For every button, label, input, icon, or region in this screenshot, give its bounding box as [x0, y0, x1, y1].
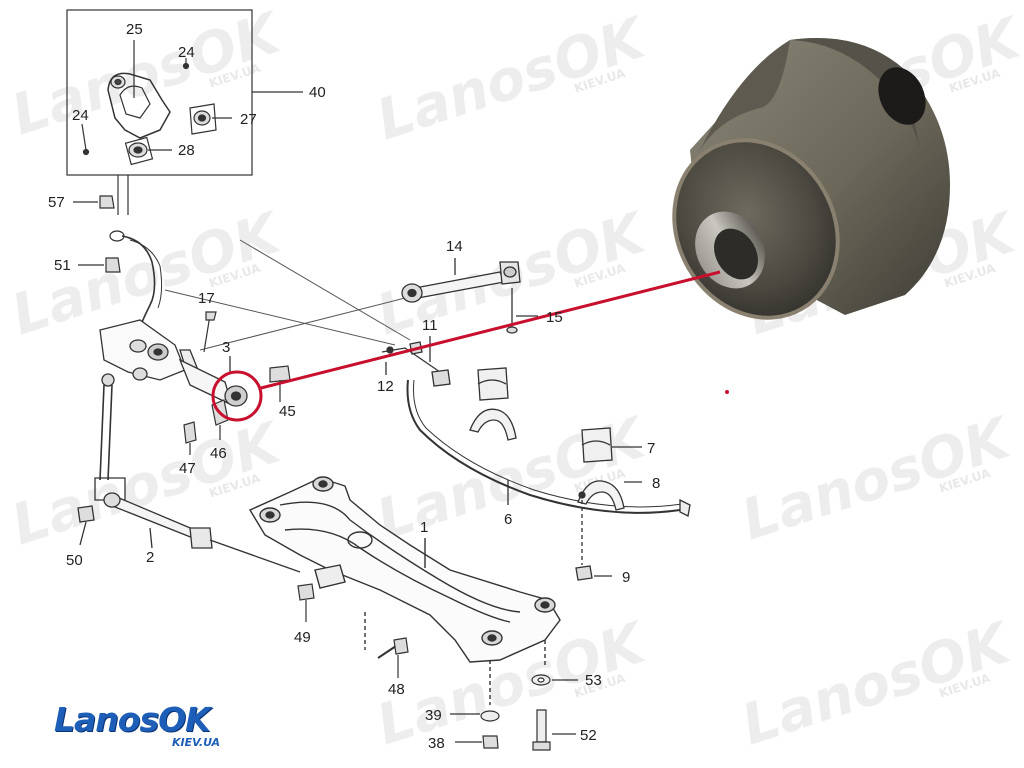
- part-labels: 25 24 24 27 28 40 57 51 17 3 45 46 47 14…: [48, 21, 660, 752]
- stabilizer-bushing-right: [581, 427, 613, 463]
- trailing-arm-14: [401, 258, 521, 334]
- bolt-9: [575, 565, 593, 581]
- label-7: 7: [647, 440, 655, 457]
- label-1: 1: [420, 519, 428, 536]
- arm-bushing: [189, 527, 213, 549]
- label-6: 6: [504, 511, 512, 528]
- red-dot: [725, 390, 729, 394]
- label-50: 50: [66, 552, 83, 569]
- label-51: 51: [54, 257, 71, 274]
- bushing-far-bore: [878, 67, 926, 125]
- bolt-49: [297, 583, 315, 622]
- label-9: 9: [622, 569, 630, 586]
- label-48: 48: [388, 681, 405, 698]
- bolt-52: [536, 709, 547, 743]
- nut-57: [99, 195, 115, 209]
- label-57: 57: [48, 194, 65, 211]
- bushing-bore: [714, 228, 758, 280]
- callout-circle: [211, 370, 263, 422]
- label-45: 45: [279, 403, 296, 420]
- highlight-callout: [211, 270, 721, 422]
- bolt-57-group: [73, 175, 129, 215]
- nut-51: [105, 257, 121, 273]
- lower-fasteners: [450, 674, 578, 751]
- link-nut-11: [431, 369, 451, 387]
- bolt-48: [377, 637, 409, 678]
- stabilizer-clamp-right: [577, 480, 625, 511]
- brand-logo-domain: KIEV.UA: [172, 736, 221, 749]
- label-24-left: 24: [72, 107, 89, 124]
- label-49: 49: [294, 629, 311, 646]
- bolt-24-left: [82, 148, 90, 156]
- label-8: 8: [652, 475, 660, 492]
- crossmember-1: [248, 476, 561, 705]
- callout-line: [260, 270, 721, 390]
- leader-2: [149, 527, 153, 549]
- shock-rod: [99, 384, 105, 481]
- label-3: 3: [222, 339, 230, 356]
- label-12: 12: [377, 378, 394, 395]
- label-14: 14: [446, 238, 463, 255]
- label-11: 11: [422, 317, 438, 334]
- label-47: 47: [179, 460, 196, 477]
- bracket-inner: [119, 85, 151, 119]
- nut-47: [183, 421, 197, 444]
- reference-lines: [164, 239, 411, 351]
- knuckle-bracket: [107, 72, 171, 139]
- label-28: 28: [178, 142, 195, 159]
- label-24-top: 24: [178, 44, 195, 61]
- washer-39: [480, 710, 500, 722]
- lateral-arm-3: [178, 356, 248, 407]
- label-17: 17: [198, 290, 215, 307]
- label-38: 38: [428, 735, 445, 752]
- brand-logo: LanosOK: [54, 700, 211, 739]
- stabilizer-bar-6: [381, 315, 691, 581]
- bolt-17: [203, 311, 217, 353]
- label-25: 25: [126, 21, 143, 38]
- label-15: 15: [546, 309, 563, 326]
- nut-50: [77, 505, 95, 523]
- label-2: 2: [146, 549, 154, 566]
- label-46: 46: [210, 445, 227, 462]
- stabilizer-bushing-left: [477, 367, 509, 401]
- inset-assembly-40: [66, 9, 303, 176]
- bushing-photo: [672, 38, 950, 320]
- left-knuckle: [94, 319, 199, 501]
- stabilizer-clamp-left: [469, 408, 517, 441]
- crossmember-body: [248, 477, 561, 663]
- lower-arm-2: [77, 492, 301, 573]
- label-53: 53: [585, 672, 602, 689]
- label-40: 40: [309, 84, 326, 101]
- nut-38: [482, 735, 499, 749]
- label-27: 27: [240, 111, 257, 128]
- stabilizer-bar: [406, 379, 681, 514]
- label-39: 39: [425, 707, 442, 724]
- leader-50: [79, 521, 87, 546]
- label-52: 52: [580, 727, 597, 744]
